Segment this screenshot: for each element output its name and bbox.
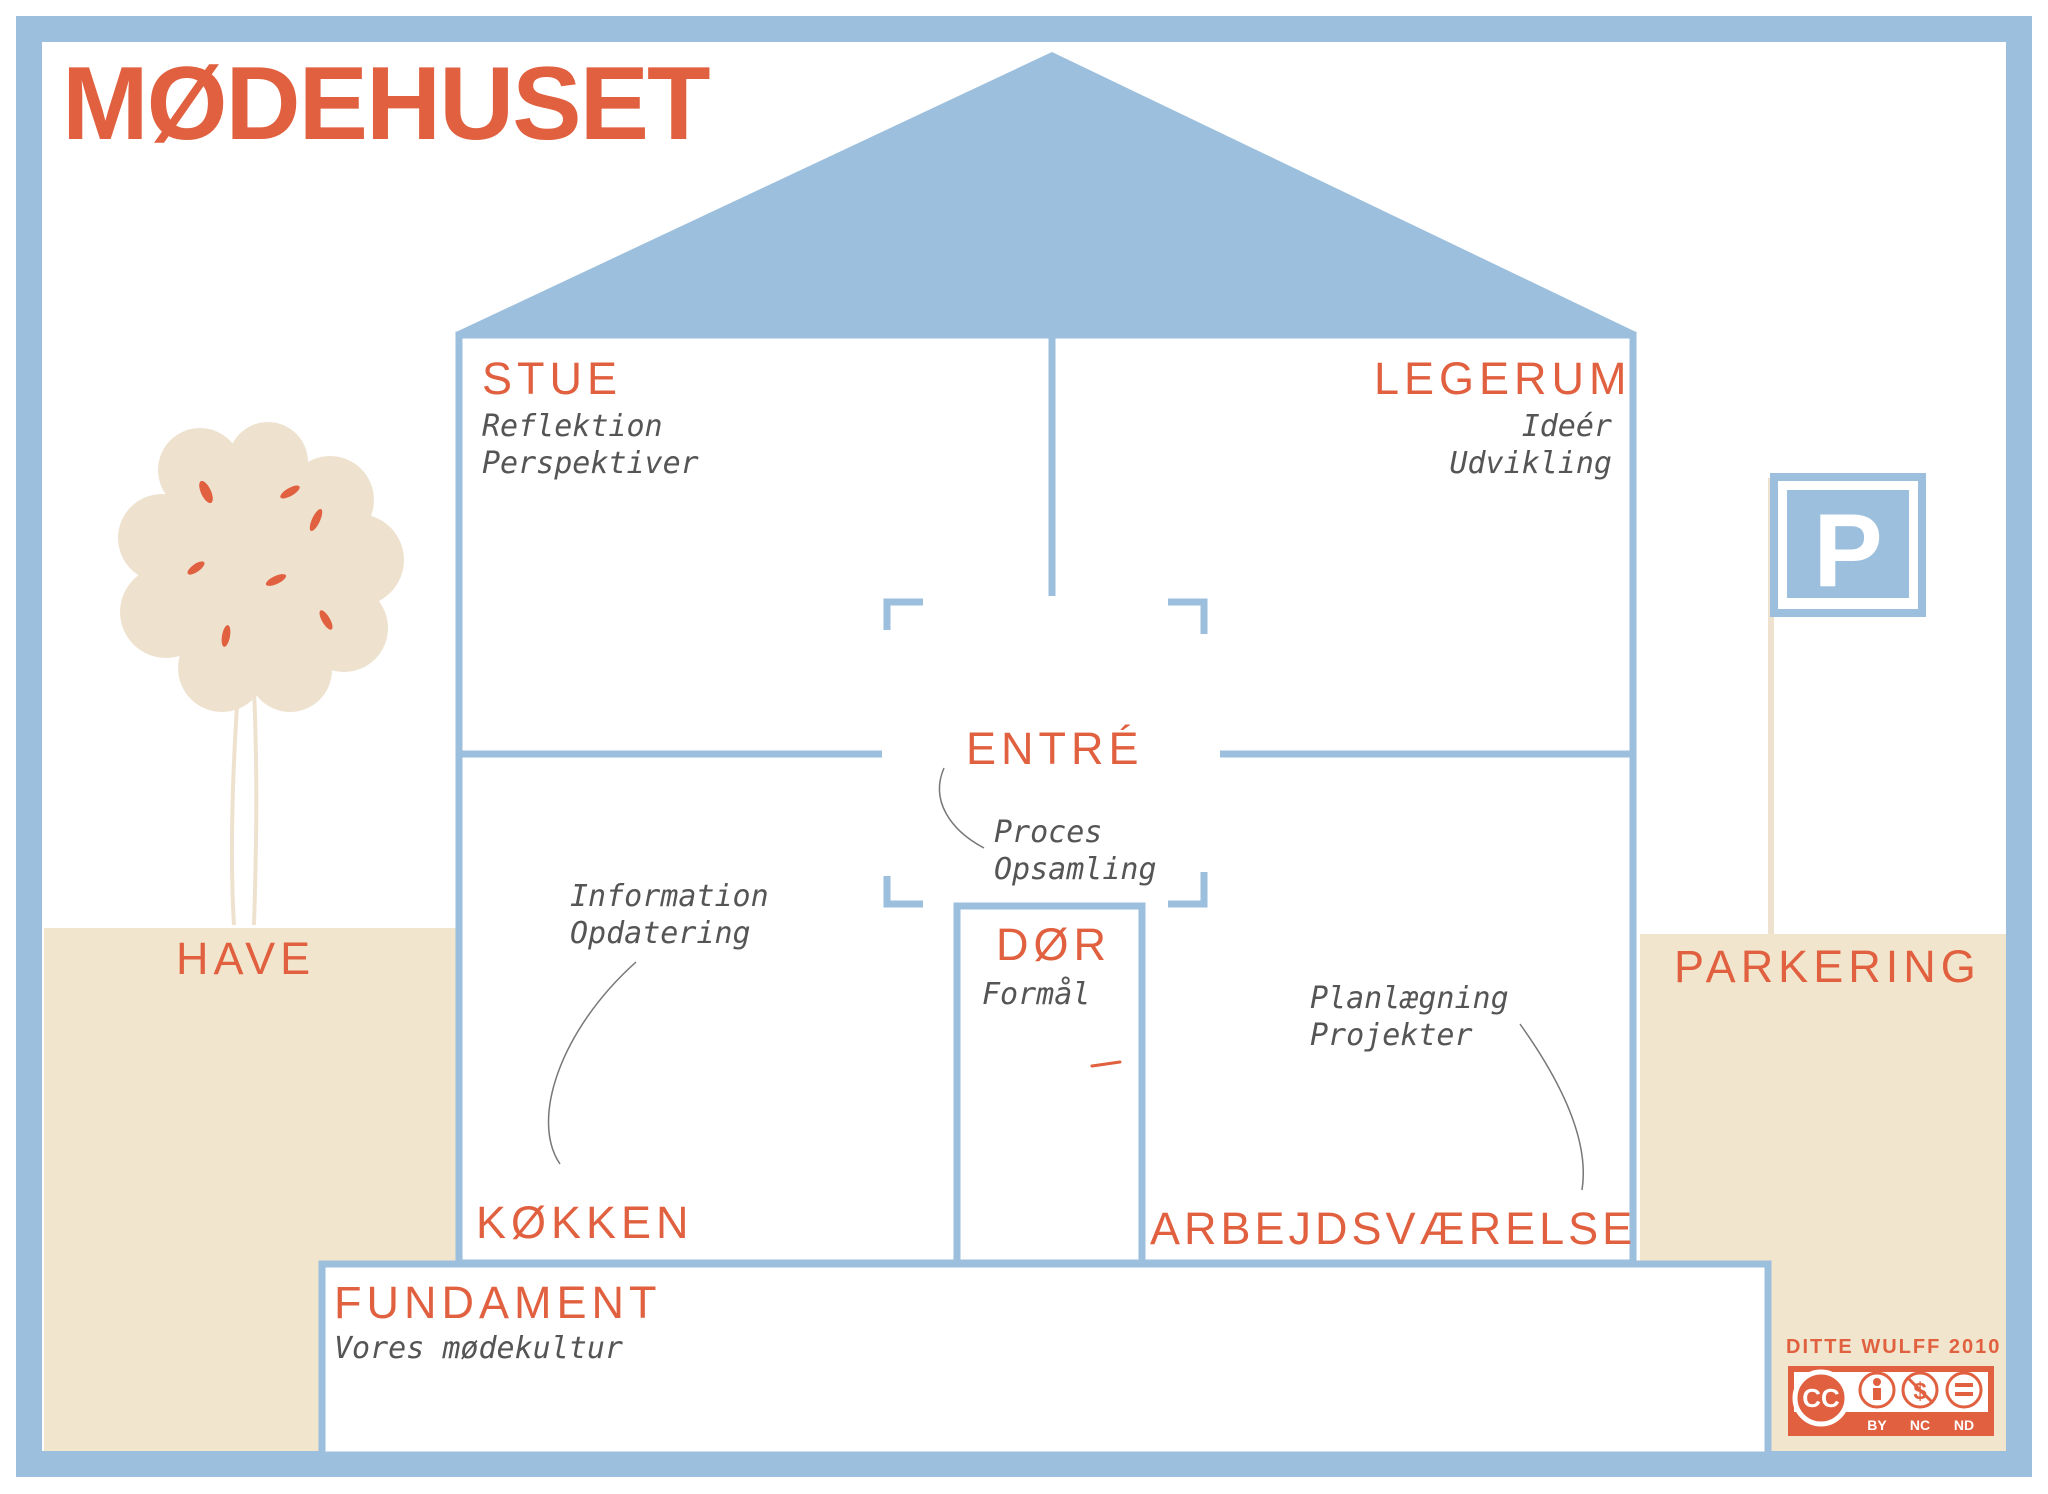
parking-icon: P bbox=[1813, 493, 1882, 609]
house-walls bbox=[318, 331, 1772, 1459]
arbejdsvaerelse-note-1: Planlægning bbox=[1310, 981, 1509, 1016]
kokken-note-2: Opdatering bbox=[570, 916, 751, 951]
tree-crown bbox=[118, 422, 404, 712]
roof bbox=[456, 52, 1636, 332]
stue-note-2: Perspektiver bbox=[482, 446, 699, 481]
legerum-note-1: Ideér bbox=[1521, 409, 1612, 444]
entre-note-1: Proces bbox=[994, 815, 1103, 850]
tree bbox=[118, 422, 404, 926]
outer-frame bbox=[16, 16, 2032, 1477]
room-label-fundament: FUNDAMENT bbox=[334, 1277, 662, 1328]
kokken-note-1: Information bbox=[570, 879, 769, 914]
cc-nc-label: NC bbox=[1910, 1417, 1930, 1433]
dor-note-1: Formål bbox=[982, 977, 1091, 1012]
room-label-dor: DØR bbox=[996, 919, 1111, 970]
connector-lines bbox=[547, 767, 1584, 1191]
room-label-entre: ENTRÉ bbox=[966, 723, 1144, 774]
area-label-have: HAVE bbox=[176, 933, 316, 984]
parking-sign: P bbox=[1768, 473, 1926, 934]
legerum-note-2: Udvikling bbox=[1449, 446, 1612, 481]
cc-license-badge: CC $ BY NC ND bbox=[1788, 1366, 1994, 1436]
area-label-parkering: PARKERING bbox=[1674, 941, 1981, 992]
fundament-note-1: Vores mødekultur bbox=[334, 1331, 623, 1366]
author-credit: DITTE WULFF 2010 bbox=[1786, 1336, 2002, 1358]
entre-note-2: Opsamling bbox=[994, 852, 1157, 887]
noderivatives-icon bbox=[1945, 1371, 1983, 1409]
room-label-arbejdsvaerelse: ARBEJDSVÆRELSE bbox=[1150, 1203, 1637, 1254]
stue-note-1: Reflektion bbox=[482, 409, 663, 444]
room-label-kokken: KØKKEN bbox=[476, 1197, 694, 1248]
room-label-legerum: LEGERUM bbox=[1374, 353, 1632, 404]
tree-leaves bbox=[187, 480, 333, 647]
door-handle bbox=[1090, 1060, 1122, 1068]
room-label-stue: STUE bbox=[482, 353, 623, 404]
cc-by-label: BY bbox=[1867, 1417, 1887, 1433]
cc-logo-icon: CC bbox=[1802, 1383, 1840, 1413]
arbejdsvaerelse-note-2: Projekter bbox=[1310, 1018, 1473, 1053]
cc-nd-label: ND bbox=[1954, 1417, 1974, 1433]
diagram-title: MØDEHUSET bbox=[62, 46, 710, 162]
